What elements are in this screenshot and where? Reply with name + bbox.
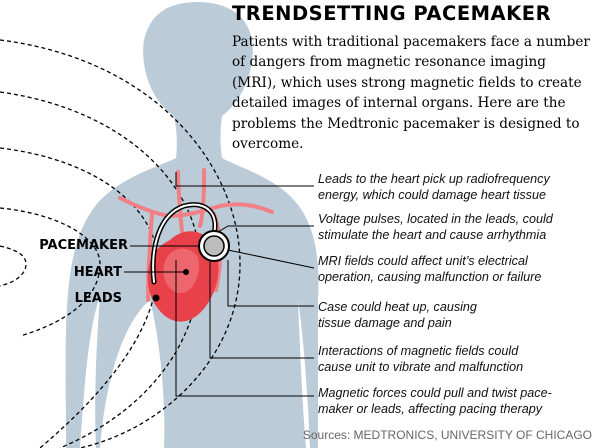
callout-lines <box>175 172 315 397</box>
annotation-line: Voltage pulses, located in the leads, co… <box>318 212 553 226</box>
label-pointers <box>124 245 200 273</box>
annotation-radiofrequency: Leads to the heart pick up radiofrequenc… <box>318 172 598 203</box>
annotation-mri-fields: MRI fields could affect unit’s electrica… <box>318 254 598 285</box>
annotation-line: MRI fields could affect unit’s electrica… <box>318 254 528 268</box>
annotation-line: tissue damage and pain <box>318 315 452 330</box>
leads-label: LEADS <box>74 291 122 306</box>
annotation-line: energy, which could damage heart tissue <box>318 187 546 202</box>
annotation-line: operation, causing malfunction or failur… <box>318 269 542 284</box>
source-credit: Sources: MEDTRONICS, UNIVERSITY OF CHICA… <box>302 428 592 442</box>
annotation-line: Case could heat up, causing <box>318 300 477 314</box>
annotation-line: stimulate the heart and cause arrhythmia <box>318 227 547 242</box>
intro-text: Patients with traditional pacemakers fac… <box>232 34 590 153</box>
annotation-case-heat: Case could heat up, causing tissue damag… <box>318 300 598 331</box>
pacemaker-label: PACEMAKER <box>39 238 128 253</box>
annotation-line: Leads to the heart pick up radiofrequenc… <box>318 172 550 186</box>
annotation-vibration: Interactions of magnetic fields could ca… <box>318 344 598 375</box>
annotation-line: Interactions of magnetic fields could <box>318 344 519 358</box>
leads-pointer-dot <box>152 294 160 302</box>
annotation-voltage-pulses: Voltage pulses, located in the leads, co… <box>318 212 598 243</box>
annotation-magnetic-forces: Magnetic forces could pull and twist pac… <box>318 386 598 417</box>
annotation-line: Magnetic forces could pull and twist pac… <box>318 386 552 400</box>
left-arm-gap <box>80 296 100 448</box>
heart-label: HEART <box>73 265 122 280</box>
heart-highlight <box>163 248 200 294</box>
right-arm-gap <box>298 300 310 448</box>
page-title: TRENDSETTING PACEMAKER <box>232 2 552 25</box>
pacemaker-device <box>203 235 225 257</box>
lead-wire-core <box>152 203 217 283</box>
body-silhouette <box>65 2 319 448</box>
annotation-line: cause unit to vibrate and malfunction <box>318 359 524 374</box>
annotation-line: maker or leads, affecting pacing therapy <box>318 401 543 416</box>
heart-pointer-dot <box>183 269 189 275</box>
